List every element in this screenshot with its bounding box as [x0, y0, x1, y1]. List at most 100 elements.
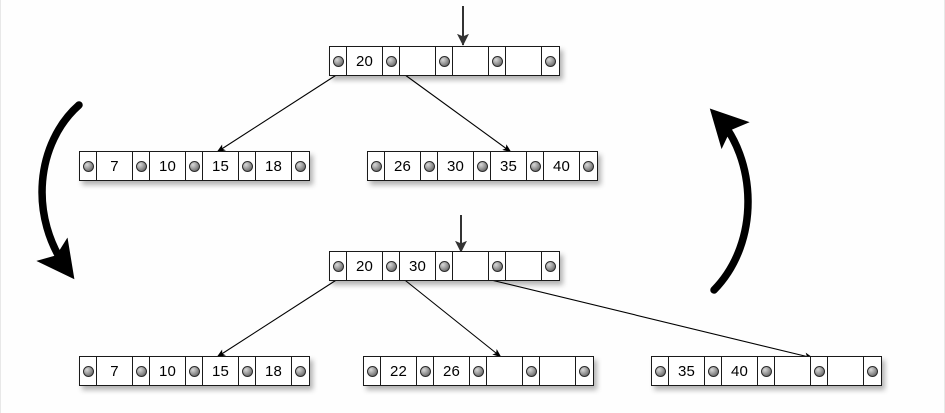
bullet-pointer-icon	[419, 365, 431, 377]
bullet-pointer-icon	[760, 365, 772, 377]
pointer-cell[interactable]	[470, 357, 487, 385]
leaf-node-after-right[interactable]: 35 40	[651, 356, 882, 386]
bullet-pointer-icon	[545, 260, 556, 272]
pointer-cell[interactable]	[364, 357, 381, 385]
key-cell[interactable]: 22	[381, 357, 417, 385]
key-cell[interactable]	[506, 47, 542, 75]
pointer-cell[interactable]	[576, 357, 593, 385]
key-cell[interactable]: 35	[491, 152, 527, 180]
bullet-pointer-icon	[332, 260, 344, 272]
bullet-pointer-icon	[135, 160, 147, 172]
bullet-pointer-icon	[135, 365, 147, 377]
pointer-cell[interactable]	[489, 47, 506, 75]
transition-arrow-right	[709, 108, 752, 294]
bullet-pointer-icon	[385, 55, 397, 67]
pointer-cell[interactable]	[330, 47, 347, 75]
bullet-pointer-icon	[654, 365, 666, 377]
leaf-node-before-left[interactable]: 7 10 15 18	[79, 151, 310, 181]
key-cell[interactable]: 7	[97, 357, 133, 385]
key-cell[interactable]: 10	[150, 152, 186, 180]
key-cell[interactable]	[828, 357, 864, 385]
leaf-node-before-right[interactable]: 26 30 35 40	[367, 151, 598, 181]
child-link-after-right	[457, 271, 814, 360]
pointer-cell[interactable]	[523, 357, 540, 385]
pointer-cell[interactable]	[705, 357, 722, 385]
pointer-cell[interactable]	[383, 47, 400, 75]
pointer-cell[interactable]	[292, 152, 309, 180]
key-cell[interactable]	[506, 252, 542, 280]
bullet-pointer-icon	[423, 160, 435, 172]
leaf-node-after-left[interactable]: 7 10 15 18	[79, 356, 310, 386]
pointer-cell[interactable]	[580, 152, 597, 180]
child-link-before-left	[216, 71, 342, 153]
bullet-pointer-icon	[366, 365, 378, 377]
bullet-pointer-icon	[370, 160, 382, 172]
transition-arrow-left	[36, 101, 83, 280]
bullet-pointer-icon	[867, 365, 878, 377]
key-cell[interactable]	[400, 47, 436, 75]
pointer-cell[interactable]	[239, 152, 256, 180]
pointer-cell[interactable]	[368, 152, 385, 180]
pointer-cell[interactable]	[133, 357, 150, 385]
bullet-pointer-icon	[241, 365, 253, 377]
pointer-cell[interactable]	[542, 252, 559, 280]
key-cell[interactable]	[775, 357, 811, 385]
key-cell[interactable]	[453, 47, 489, 75]
pointer-cell[interactable]	[811, 357, 828, 385]
bullet-pointer-icon	[332, 55, 344, 67]
pointer-cell[interactable]	[186, 152, 203, 180]
bullet-pointer-icon	[525, 365, 537, 377]
key-cell[interactable]	[540, 357, 576, 385]
pointer-cell[interactable]	[80, 152, 97, 180]
key-cell[interactable]	[487, 357, 523, 385]
key-cell[interactable]: 40	[544, 152, 580, 180]
bullet-pointer-icon	[707, 365, 719, 377]
key-cell[interactable]: 20	[347, 47, 383, 75]
pointer-cell[interactable]	[80, 357, 97, 385]
bullet-pointer-icon	[579, 365, 590, 377]
pointer-cell[interactable]	[239, 357, 256, 385]
pointer-cell[interactable]	[133, 152, 150, 180]
bullet-pointer-icon	[188, 365, 200, 377]
key-cell[interactable]: 10	[150, 357, 186, 385]
key-cell[interactable]: 20	[347, 252, 383, 280]
pointer-cell[interactable]	[186, 357, 203, 385]
root-node-after[interactable]: 20 30	[329, 251, 560, 281]
key-cell[interactable]: 26	[434, 357, 470, 385]
pointer-cell[interactable]	[474, 152, 491, 180]
pointer-cell[interactable]	[421, 152, 438, 180]
key-cell[interactable]: 15	[203, 357, 239, 385]
key-cell[interactable]: 30	[438, 152, 474, 180]
key-cell[interactable]: 35	[669, 357, 705, 385]
key-cell[interactable]: 18	[256, 357, 292, 385]
bullet-pointer-icon	[82, 365, 94, 377]
child-link-after-left	[216, 276, 342, 358]
root-node-before[interactable]: 20	[329, 46, 560, 76]
bullet-pointer-icon	[491, 55, 503, 67]
pointer-cell[interactable]	[436, 252, 453, 280]
bullet-pointer-icon	[295, 365, 306, 377]
pointer-cell[interactable]	[864, 357, 881, 385]
pointer-cell[interactable]	[489, 252, 506, 280]
pointer-cell[interactable]	[292, 357, 309, 385]
key-cell[interactable]	[453, 252, 489, 280]
bullet-pointer-icon	[438, 260, 450, 272]
child-link-after-middle	[400, 276, 502, 358]
key-cell[interactable]: 40	[722, 357, 758, 385]
pointer-cell[interactable]	[652, 357, 669, 385]
pointer-cell[interactable]	[758, 357, 775, 385]
key-cell[interactable]: 30	[400, 252, 436, 280]
key-cell[interactable]: 15	[203, 152, 239, 180]
pointer-cell[interactable]	[527, 152, 544, 180]
bullet-pointer-icon	[82, 160, 94, 172]
leaf-node-after-middle[interactable]: 22 26	[363, 356, 594, 386]
key-cell[interactable]: 7	[97, 152, 133, 180]
key-cell[interactable]: 18	[256, 152, 292, 180]
key-cell[interactable]: 26	[385, 152, 421, 180]
pointer-cell[interactable]	[542, 47, 559, 75]
pointer-cell[interactable]	[436, 47, 453, 75]
pointer-cell[interactable]	[330, 252, 347, 280]
pointer-cell[interactable]	[383, 252, 400, 280]
bullet-pointer-icon	[241, 160, 253, 172]
pointer-cell[interactable]	[417, 357, 434, 385]
